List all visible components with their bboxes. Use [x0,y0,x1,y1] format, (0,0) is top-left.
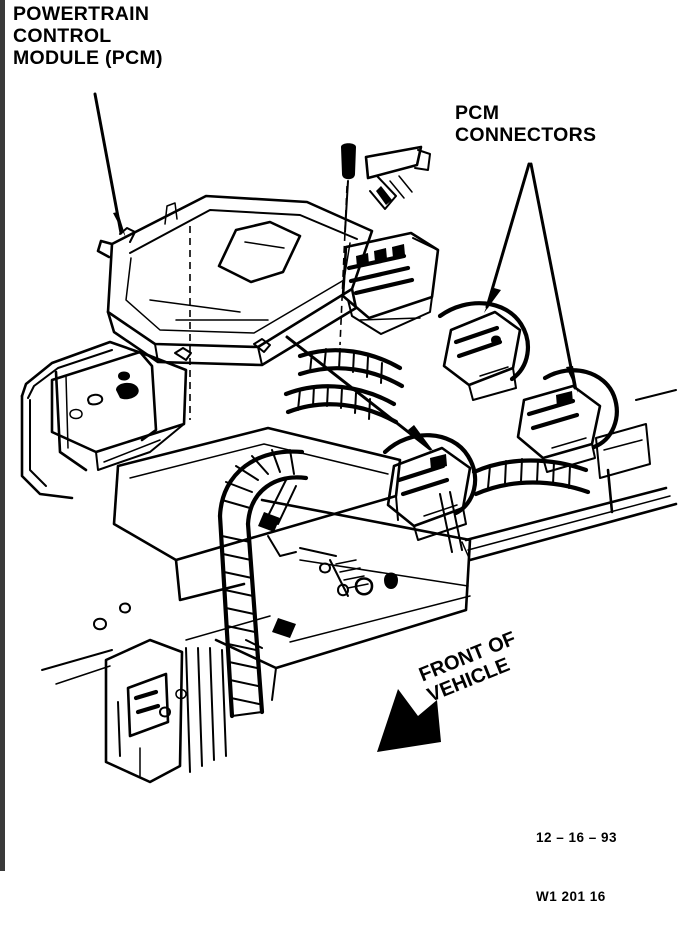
harness-clip-detail [299,547,369,597]
wire-harness-mid [283,384,399,425]
diagram-page: POWERTRAIN CONTROL MODULE (PCM) PCM CONN… [0,0,678,904]
connector-upper-right [437,301,530,401]
connector-center-lower [382,433,478,541]
callout-pcm-connectors: PCM CONNECTORS [455,102,597,146]
leader-line-connector-right [529,162,578,393]
corrugated-conduit [217,449,309,719]
scan-edge-strip [0,0,5,871]
revision-block: 12 – 16 – 93 W1 201 16 [536,789,617,946]
fender-structure-left [20,340,188,500]
callout-powertrain-control-module: POWERTRAIN CONTROL MODULE (PCM) [13,3,163,69]
wire-harness-right [471,458,591,497]
revision-date: 12 – 16 – 93 [536,830,618,846]
leader-line-connector-left [484,162,531,313]
lower-frame-tray [93,426,472,701]
wire-harness-upper [297,348,405,389]
wire-pigtails [245,479,471,649]
lower-bracket-assembly [41,615,271,784]
pcm-location-illustration [20,92,678,784]
drawing-number: W1 201 16 [536,888,606,904]
pcm-connector-bank [341,231,440,335]
connector-far-right [516,368,619,473]
right-side-rail [464,389,678,562]
pcm-mounting-bolt [339,143,356,346]
front-of-vehicle-arrow [377,689,441,752]
upper-bracket [364,145,431,210]
leader-line-pcm [93,92,126,238]
